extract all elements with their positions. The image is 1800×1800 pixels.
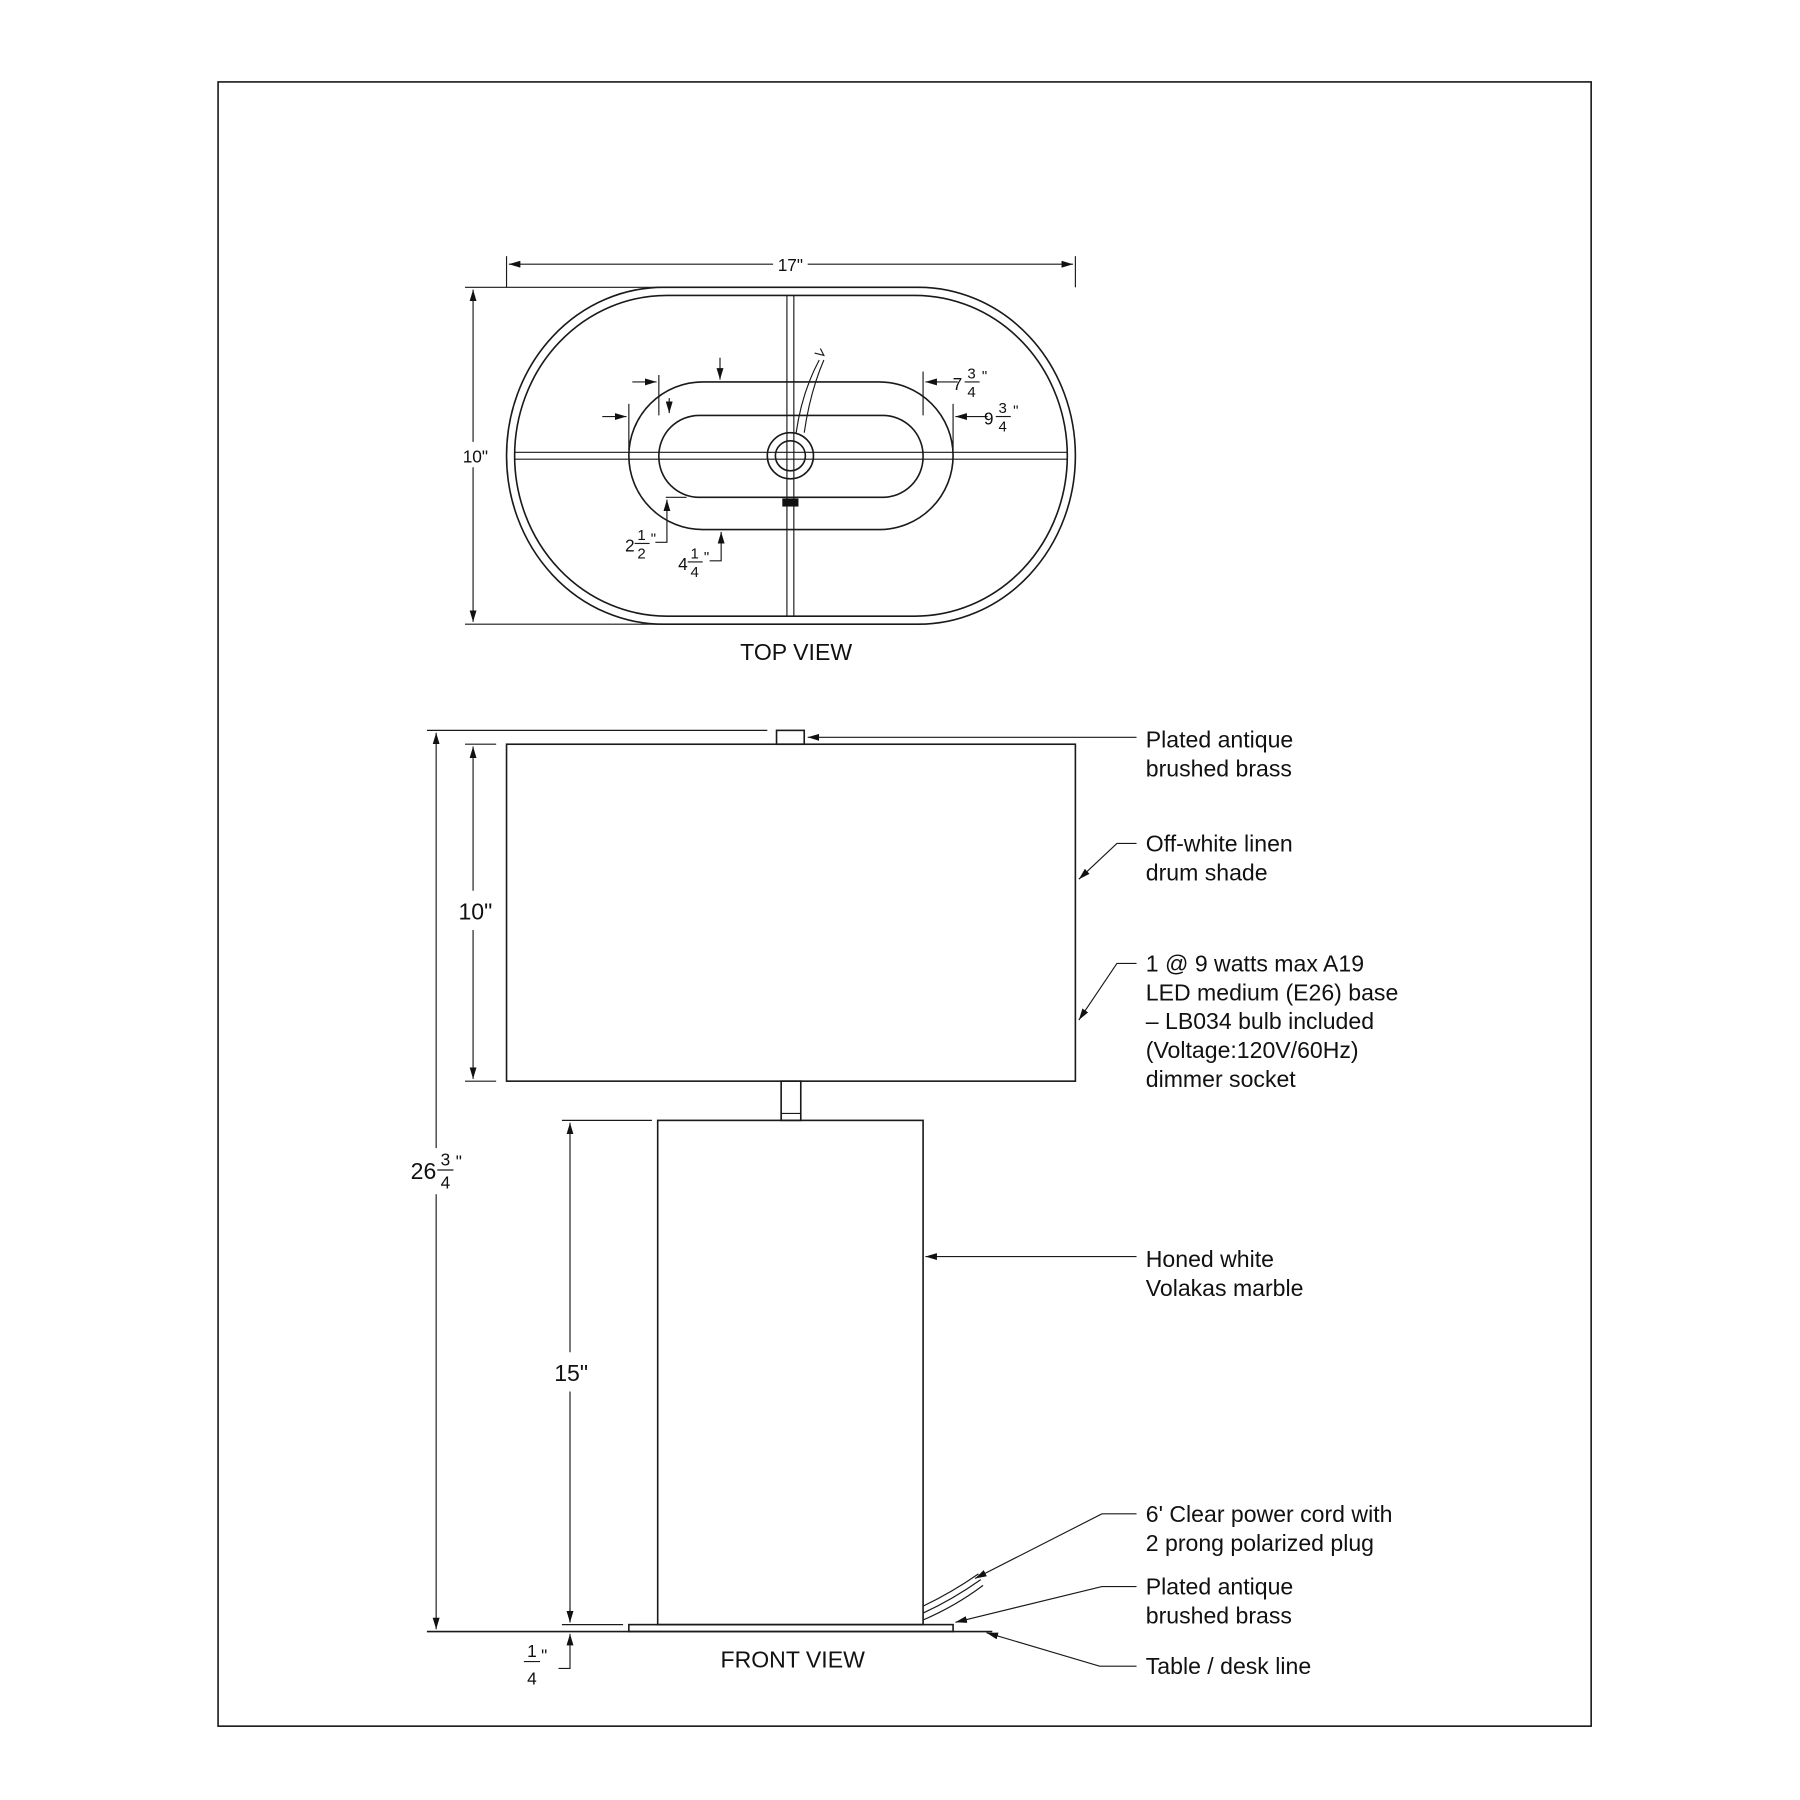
svg-text:1: 1 xyxy=(637,527,645,544)
switch xyxy=(782,498,799,507)
width-dimension: 17" xyxy=(778,255,803,275)
finial-cap xyxy=(775,729,806,746)
shade-height-dimension: 10" xyxy=(458,899,492,925)
svg-text:– LB034 bulb included: – LB034 bulb included xyxy=(1146,1008,1374,1034)
svg-text:Off-white linen: Off-white linen xyxy=(1146,831,1293,857)
svg-text:": " xyxy=(704,549,709,566)
svg-text:": " xyxy=(1013,402,1018,419)
svg-text:Volakas marble: Volakas marble xyxy=(1146,1275,1304,1301)
shade-outer-rim xyxy=(505,286,1077,626)
marble-base xyxy=(656,1119,924,1626)
svg-text:Table / desk line: Table / desk line xyxy=(1146,1653,1311,1679)
svg-text:brushed brass: brushed brass xyxy=(1146,756,1292,782)
svg-text:4: 4 xyxy=(527,1669,537,1689)
svg-text:7: 7 xyxy=(953,374,963,394)
svg-text:(Voltage:120V/60Hz): (Voltage:120V/60Hz) xyxy=(1146,1037,1359,1063)
top-view: 17" 10" 734" 934" 212" 414" TOP VIEW xyxy=(463,255,1077,665)
svg-text:": " xyxy=(651,530,656,547)
svg-text:4: 4 xyxy=(678,554,688,574)
svg-text:4: 4 xyxy=(999,419,1007,436)
base-height-dimension: 15" xyxy=(554,1360,588,1386)
top-view-title: TOP VIEW xyxy=(740,639,852,665)
svg-text:4: 4 xyxy=(967,384,975,401)
dim-4-1-4: 414" xyxy=(678,545,709,580)
depth-dimension: 10" xyxy=(463,447,488,467)
svg-text:": " xyxy=(456,1152,462,1172)
power-cord xyxy=(922,1573,984,1621)
svg-text:Plated antique: Plated antique xyxy=(1146,727,1293,753)
svg-text:Plated antique: Plated antique xyxy=(1146,1574,1293,1600)
svg-text:LED medium (E26) base: LED medium (E26) base xyxy=(1146,979,1399,1005)
base-outline-inner xyxy=(658,414,924,499)
svg-text:3: 3 xyxy=(441,1149,451,1169)
shade-inner-rim xyxy=(513,294,1069,617)
svg-text:1 @ 9 watts max A19: 1 @ 9 watts max A19 xyxy=(1146,951,1364,977)
dim-2-1-2: 212 " xyxy=(625,527,656,562)
svg-text:26: 26 xyxy=(411,1158,437,1184)
svg-text:4: 4 xyxy=(441,1172,451,1192)
svg-text:4: 4 xyxy=(690,564,698,581)
svg-text:2 prong polarized plug: 2 prong polarized plug xyxy=(1146,1530,1374,1556)
callout-finial: Plated antique brushed brass xyxy=(1146,727,1293,782)
svg-text:": " xyxy=(541,1646,547,1666)
cord xyxy=(795,348,825,433)
svg-text:dimmer socket: dimmer socket xyxy=(1146,1066,1297,1092)
dim-7-3-4: 73 4 " xyxy=(953,365,988,400)
plinth-height-dimension: 1 4" xyxy=(523,1641,547,1689)
sheet-border xyxy=(217,81,1592,1727)
callout-cord: 6' Clear power cord with 2 prong polarize… xyxy=(1146,1501,1393,1556)
callout-leaders xyxy=(807,733,1137,1667)
brass-plinth xyxy=(628,1623,954,1633)
base-outline-outer xyxy=(628,381,954,531)
svg-text:1: 1 xyxy=(690,545,698,562)
svg-text:Honed white: Honed white xyxy=(1146,1246,1274,1272)
socket xyxy=(774,439,807,472)
svg-text:9: 9 xyxy=(984,409,994,429)
svg-text:drum shade: drum shade xyxy=(1146,859,1268,885)
svg-text:3: 3 xyxy=(999,400,1007,417)
svg-text:1: 1 xyxy=(527,1641,537,1661)
svg-text:brushed brass: brushed brass xyxy=(1146,1602,1292,1628)
socket-ring xyxy=(766,431,815,480)
stem xyxy=(780,1080,802,1122)
drum-shade xyxy=(505,743,1077,1082)
front-view-title: FRONT VIEW xyxy=(721,1646,866,1672)
svg-text:2: 2 xyxy=(637,545,645,562)
callout-desk-line: Table / desk line xyxy=(1146,1653,1311,1679)
svg-text:3: 3 xyxy=(967,365,975,382)
svg-text:": " xyxy=(982,368,987,385)
dim-9-3-4: 93 4 " xyxy=(984,400,1019,435)
svg-text:2: 2 xyxy=(625,536,635,556)
svg-text:6' Clear power cord with: 6' Clear power cord with xyxy=(1146,1501,1393,1527)
